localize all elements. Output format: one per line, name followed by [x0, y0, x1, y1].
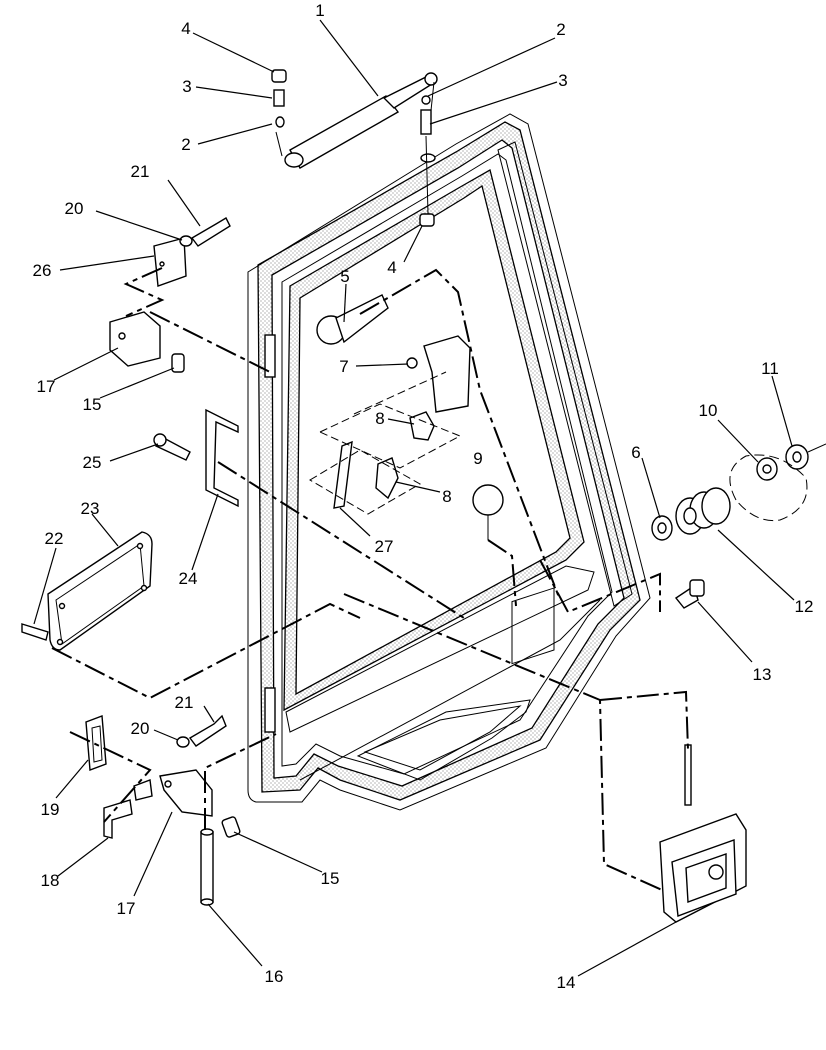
lower-panel-rail: [285, 565, 595, 733]
callout-15b: 15: [321, 869, 340, 888]
lower-glass-pocket-rim: [356, 699, 531, 781]
pin-15-upper: [171, 353, 185, 373]
callout-1: 1: [315, 1, 324, 20]
bushing-12-hole: [683, 507, 697, 525]
bushing-12-c: [701, 487, 731, 525]
latch-pin-7: [406, 357, 418, 369]
bracket-17-lower: [159, 769, 213, 817]
paddle-lock: [708, 864, 724, 880]
callout-labels: 1 2 2 3 3 4 4 5 6 7 8 8 9 10 11 12 13 14…: [33, 1, 814, 992]
callout-8b: 8: [442, 487, 451, 506]
washer-6-hole: [657, 522, 667, 534]
bracket-17-upper: [109, 311, 161, 367]
latch-cutout: [511, 587, 555, 665]
washer-20-lower: [176, 736, 190, 748]
bolt-5-shank: [335, 294, 389, 344]
hinge-parts: [21, 217, 241, 906]
pad-19: [85, 715, 107, 771]
callout-10: 10: [699, 401, 718, 420]
callout-4b: 4: [387, 258, 396, 277]
bolt-13-head: [689, 579, 705, 597]
callout-20a: 20: [65, 199, 84, 218]
nut-4a: [271, 69, 287, 83]
callout-25: 25: [83, 453, 102, 472]
callout-11: 11: [761, 359, 779, 378]
bolt-21-upper: [190, 217, 231, 247]
callout-6: 6: [631, 443, 640, 462]
strut-fasteners: [271, 69, 436, 227]
stud-3a: [273, 89, 285, 107]
callout-4a: 4: [181, 19, 190, 38]
paddle-latch-14: [659, 744, 747, 923]
clip-8-top: [409, 411, 435, 441]
callout-27: 27: [375, 537, 394, 556]
assembly-lines: [51, 267, 689, 891]
callout-13: 13: [753, 665, 772, 684]
callout-9: 9: [473, 449, 482, 468]
door-frame: [247, 113, 651, 811]
stud-3b: [420, 109, 432, 135]
clip-8-bottom: [375, 457, 399, 500]
rod-27: [333, 440, 353, 509]
callout-7: 7: [339, 357, 348, 376]
window-inner-seal: [283, 169, 585, 712]
channel-24: [205, 408, 239, 508]
upper-hinge-knuckle: [264, 334, 276, 378]
callout-17a: 17: [37, 377, 56, 396]
screw-22: [21, 623, 49, 641]
callout-22: 22: [45, 529, 64, 548]
callout-20b: 20: [131, 719, 150, 738]
pin-15-lower: [221, 816, 241, 838]
callout-24: 24: [179, 569, 198, 588]
latch-assembly-7: [423, 335, 471, 413]
bolt-21-lower: [188, 714, 227, 747]
lower-hinge-knuckle: [264, 687, 276, 733]
plate-26: [153, 237, 187, 287]
clip-18: [103, 799, 133, 839]
callout-8a: 8: [375, 409, 384, 428]
knob-9: [472, 484, 504, 516]
callout-14: 14: [557, 973, 576, 992]
lower-panel-edge: [299, 599, 601, 781]
callout-2b: 2: [181, 135, 190, 154]
door-inner-frame: [281, 153, 613, 775]
washer-4b-top: [420, 153, 436, 163]
callout-16: 16: [265, 967, 284, 986]
door-side-channel: [497, 141, 633, 607]
clip-2b: [421, 95, 431, 105]
washer-10-hole: [762, 464, 772, 474]
nut-11-hole: [792, 451, 802, 463]
washer-20-upper: [179, 235, 193, 247]
callout-3a: 3: [182, 77, 191, 96]
callout-3b: 3: [558, 71, 567, 90]
callout-23: 23: [81, 499, 100, 518]
gas-strut: [275, 72, 438, 169]
callout-19: 19: [41, 800, 60, 819]
handle-parts: [651, 443, 826, 609]
callout-17b: 17: [117, 899, 136, 918]
lower-glass-pocket: [363, 705, 522, 771]
callout-18: 18: [41, 871, 60, 890]
hinge-pin-16: [200, 831, 214, 903]
clip-2a: [275, 116, 285, 128]
paddle-shaft: [684, 744, 692, 806]
door-outer-outline: [247, 113, 651, 811]
callout-21b: 21: [175, 693, 194, 712]
callout-21a: 21: [131, 162, 150, 181]
leader-lines: [33, 19, 795, 977]
callout-12: 12: [795, 597, 814, 616]
callout-26: 26: [33, 261, 52, 280]
latch-parts: [309, 294, 504, 540]
nut-4b: [419, 213, 435, 227]
callout-5: 5: [340, 267, 349, 286]
door-outer-seal: [257, 121, 641, 801]
handle-ghost-outline: [729, 454, 808, 522]
callout-2a: 2: [556, 20, 565, 39]
cover-plate-23: [47, 531, 153, 651]
callout-15a: 15: [83, 395, 102, 414]
